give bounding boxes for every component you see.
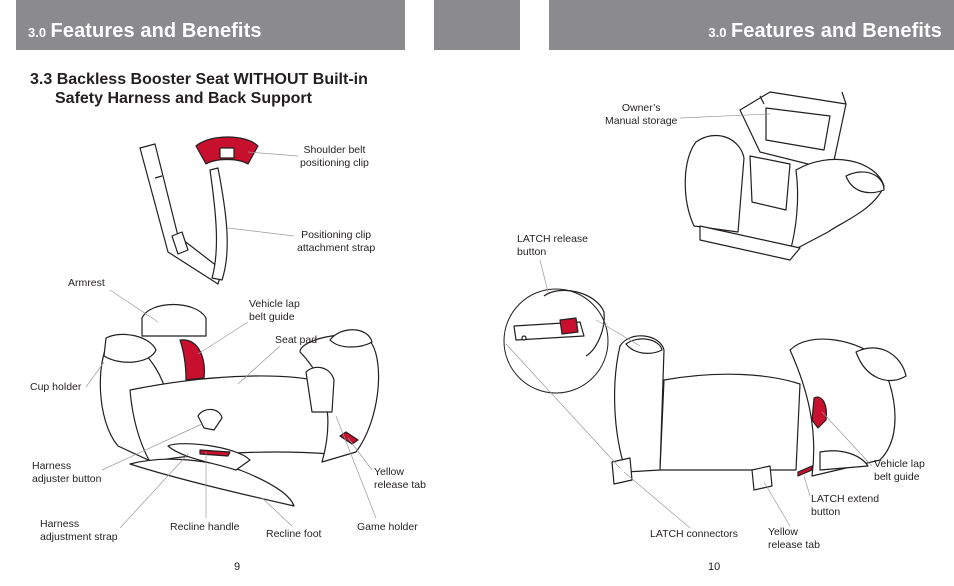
game-holder-label: Game holder bbox=[357, 521, 418, 533]
right-lap-guide-label-line1: Vehicle lap bbox=[874, 458, 925, 470]
right-lap-guide-label: Vehicle lap belt guide bbox=[874, 458, 925, 483]
latch-release-detail-illustration bbox=[503, 288, 609, 394]
right-storage-seat-illustration bbox=[684, 91, 885, 261]
left-lap-guide-label-line2: belt guide bbox=[249, 310, 295, 323]
harness-strap-label: Harness adjustment strap bbox=[40, 518, 118, 543]
left-section-title: Features and Benefits bbox=[50, 20, 262, 42]
seat-pad-label: Seat pad bbox=[275, 334, 318, 346]
harness-button-label: Harness adjuster button bbox=[32, 460, 101, 485]
latch-release-label-line2: button bbox=[517, 245, 547, 258]
latch-extend-label: LATCH extend button bbox=[811, 493, 879, 518]
armrest-label: Armrest bbox=[68, 277, 105, 289]
latch-extend-label-line2: button bbox=[811, 505, 841, 518]
right-lap-guide-label-line2: belt guide bbox=[874, 470, 920, 483]
left-section-number: 3.0 bbox=[28, 25, 47, 40]
right-yellow-tab-label: Yellow release tab bbox=[768, 526, 820, 551]
harness-strap-label-line2: adjustment strap bbox=[40, 530, 118, 543]
harness-button-label-line1: Harness bbox=[32, 460, 72, 472]
right-section-title: Features and Benefits bbox=[730, 20, 942, 42]
latch-release-label: LATCH release button bbox=[517, 233, 588, 258]
harness-button-label-line2: adjuster button bbox=[32, 472, 102, 485]
right-latch-seat-illustration bbox=[611, 335, 907, 491]
right-yellow-tab-label-line1: Yellow bbox=[768, 526, 798, 538]
cup-holder-label: Cup holder bbox=[30, 381, 82, 393]
attach-strap-label-line1: Positioning clip bbox=[301, 229, 372, 241]
right-yellow-tab-label-line2: release tab bbox=[768, 538, 820, 551]
recline-handle-label: Recline handle bbox=[170, 521, 240, 533]
subheading-line1: Backless Booster Seat WITHOUT Built-in bbox=[56, 71, 368, 88]
left-yellow-tab-label-line1: Yellow bbox=[374, 466, 404, 478]
manual-storage-label: Owner’s Manual storage bbox=[605, 102, 677, 127]
subheading-line2: Safety Harness and Back Support bbox=[55, 90, 312, 107]
left-header-title: 3.0 Features and Benefits bbox=[28, 20, 262, 43]
attach-strap-label: Positioning clip attachment strap bbox=[297, 229, 375, 254]
shoulder-clip-label-line2: positioning clip bbox=[300, 156, 369, 169]
right-header-title: 3.0 Features and Benefits bbox=[708, 20, 942, 43]
shoulder-clip-illustration bbox=[139, 136, 259, 285]
right-header-bar: 3.0 Features and Benefits bbox=[549, 0, 954, 50]
left-yellow-tab-label-line2: release tab bbox=[374, 478, 426, 491]
center-header-block bbox=[434, 0, 520, 50]
left-page-number: 9 bbox=[234, 561, 241, 573]
right-section-number: 3.0 bbox=[708, 25, 727, 40]
left-booster-seat-illustration bbox=[99, 303, 380, 507]
left-lap-guide-label: Vehicle lap belt guide bbox=[249, 298, 300, 323]
left-lap-guide-label-line1: Vehicle lap bbox=[249, 298, 300, 310]
left-yellow-tab-label: Yellow release tab bbox=[374, 466, 426, 491]
right-page-number: 10 bbox=[708, 561, 721, 573]
subheading: 3.3 Backless Booster Seat WITHOUT Built-… bbox=[30, 70, 368, 108]
latch-release-label-line1: LATCH release bbox=[517, 233, 588, 245]
harness-strap-label-line1: Harness bbox=[40, 518, 80, 530]
manual-storage-label-line2: Manual storage bbox=[605, 114, 678, 127]
attach-strap-label-line2: attachment strap bbox=[297, 241, 376, 254]
manual-storage-label-line1: Owner’s bbox=[621, 102, 661, 114]
subheading-number: 3.3 bbox=[30, 71, 53, 88]
shoulder-clip-label-line1: Shoulder belt bbox=[303, 144, 366, 156]
recline-foot-label: Recline foot bbox=[266, 528, 322, 540]
shoulder-clip-label: Shoulder belt positioning clip bbox=[300, 144, 369, 169]
latch-extend-label-line1: LATCH extend bbox=[811, 493, 880, 505]
latch-connectors-label: LATCH connectors bbox=[650, 528, 738, 540]
left-header-bar: 3.0 Features and Benefits bbox=[16, 0, 405, 50]
